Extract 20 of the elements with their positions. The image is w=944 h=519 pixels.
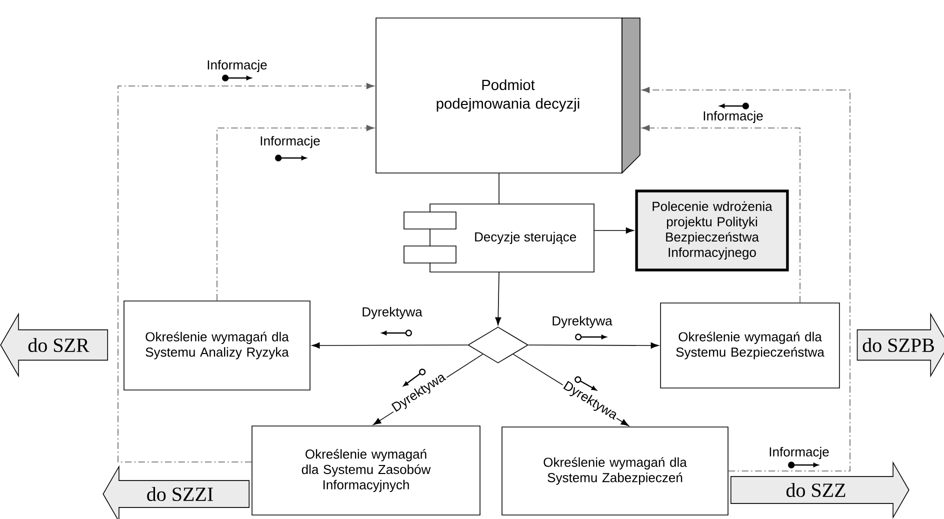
command-box: Polecenie wdrożenia projektu Polityki Bezpieczeństwa Informacyjnego — [635, 190, 789, 272]
edge-label: Informacje — [258, 134, 322, 150]
edge-label: Informacje — [767, 446, 831, 460]
arrow — [312, 342, 468, 349]
edge-label: Dyrektywa — [360, 306, 424, 320]
edge-label: Informacje — [205, 58, 269, 74]
process-box: Określenie wymagań dla Systemu Analizy Ryzyka — [124, 300, 310, 390]
arrow — [528, 342, 659, 349]
process-box: Określenie wymagań dla Systemu Bezpieczeństwa — [660, 302, 840, 388]
process-box: Określenie wymagań dla Systemu Zabezpieczeń — [502, 426, 728, 516]
component-box: Decyzje sterujące — [404, 204, 594, 272]
edge-label: Dyrektywa — [550, 314, 614, 330]
arrow — [495, 272, 502, 326]
dashed-arrow — [216, 124, 374, 301]
process-box: Określenie wymagań dla Systemu Zasobów Informacyjnych — [252, 426, 480, 516]
dashed-arrow — [642, 124, 800, 303]
arrow — [594, 227, 634, 234]
dashed-arrow — [642, 86, 850, 472]
dashed-arrow — [118, 82, 374, 462]
edge-label: Informacje — [701, 110, 765, 124]
